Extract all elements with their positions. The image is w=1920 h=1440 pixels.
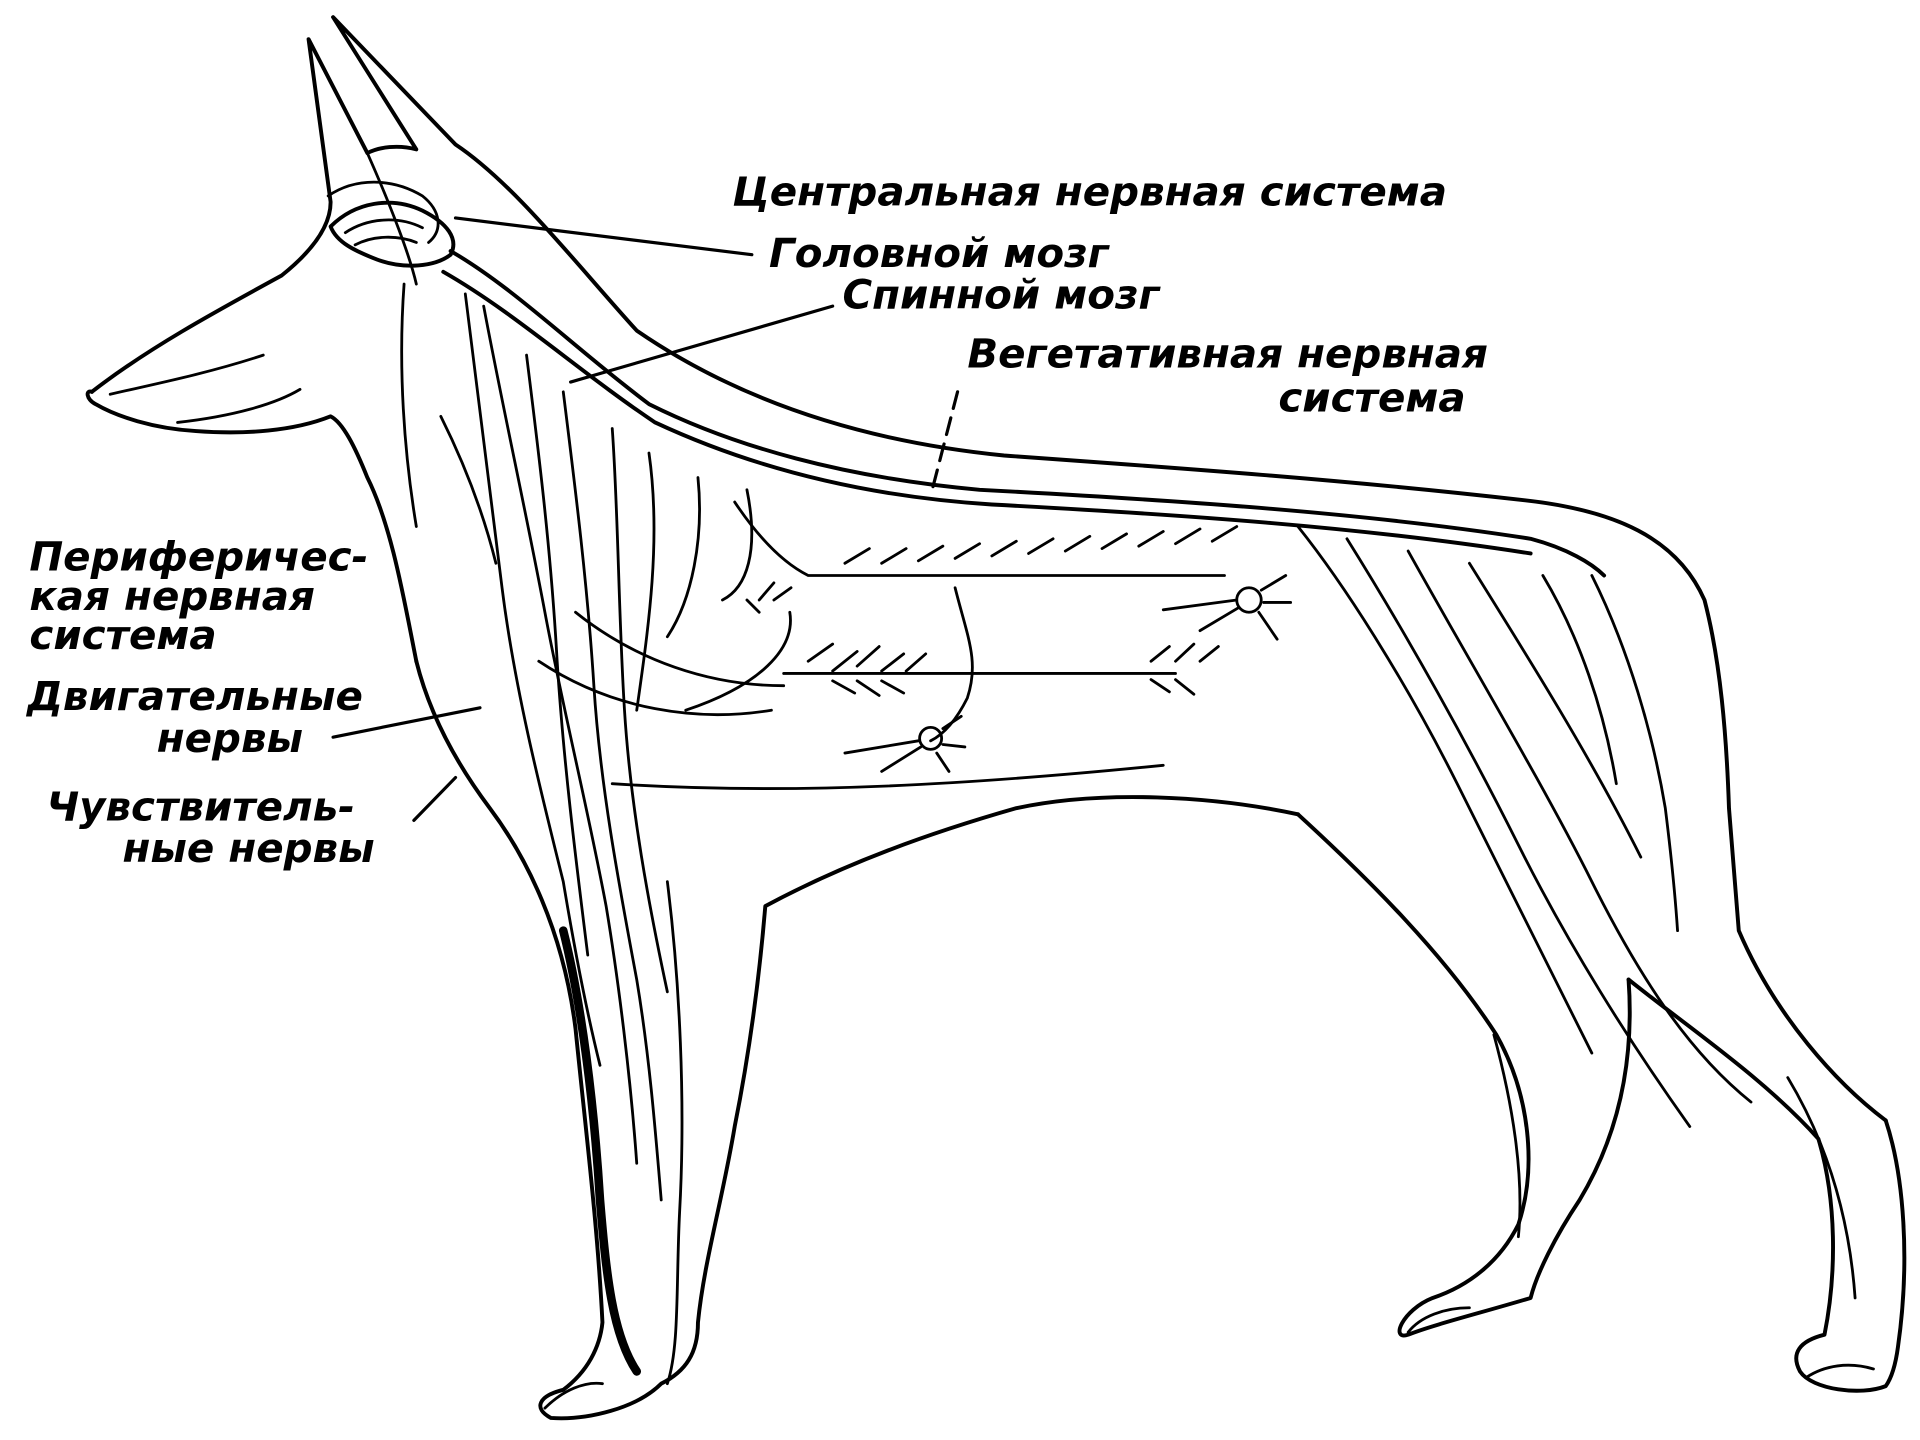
label-autonomic-line1: Вегетативная нервная <box>967 329 1488 377</box>
label-central-nervous-system: Центральная нервная система <box>732 168 1447 216</box>
label-sensory-line2: ные нервы <box>122 824 374 872</box>
label-peripheral-line3: система <box>29 611 216 659</box>
label-spinal-cord: Спинной мозг <box>842 271 1161 319</box>
label-motor-line2: нервы <box>157 714 303 762</box>
label-autonomic-line2: система <box>1278 373 1465 421</box>
